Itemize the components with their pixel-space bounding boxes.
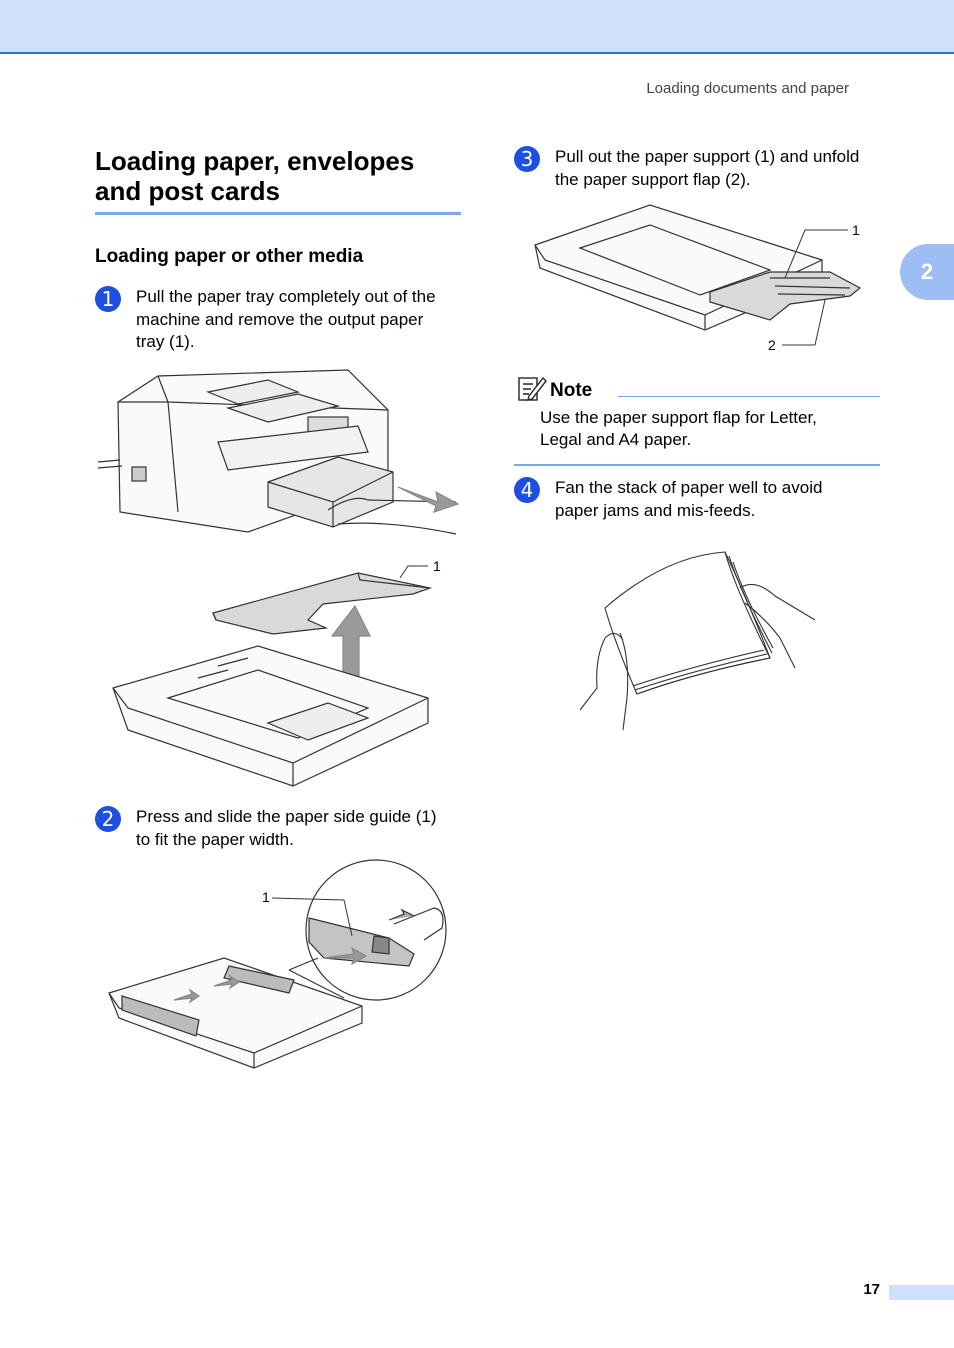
step-2-text: Press and slide the paper side guide (1)…	[136, 806, 437, 851]
step-4-text: Fan the stack of paper well to avoid pap…	[555, 477, 822, 522]
step-2-number: 2	[95, 806, 121, 832]
section-title: Loading paper, envelopes and post cards	[95, 146, 461, 215]
output-tray-callout: 1	[433, 558, 441, 574]
step-1-text: Pull the paper tray completely out of th…	[136, 286, 436, 354]
step-3-line2: the paper support flap (2).	[555, 169, 751, 189]
top-banner	[0, 0, 954, 54]
step-3: 3 Pull out the paper support (1) and unf…	[514, 146, 884, 194]
side-guide-callout: 1	[262, 889, 270, 905]
step-3-number: 3	[514, 146, 540, 172]
chapter-tab[interactable]: 2	[900, 244, 954, 300]
step-3-text: Pull out the paper support (1) and unfol…	[555, 146, 859, 191]
step-1: 1 Pull the paper tray completely out of …	[95, 286, 465, 358]
paper-support-flap-callout: 2	[768, 337, 776, 353]
step-2-line1: Press and slide the paper side guide (1)	[136, 807, 437, 826]
output-tray-removal-illustration: 1	[108, 558, 448, 790]
step-2: 2 Press and slide the paper side guide (…	[95, 806, 465, 854]
step-1-line3: tray (1).	[136, 332, 195, 351]
note-line2: Legal and A4 paper.	[540, 430, 692, 449]
subsection-title: Loading paper or other media	[95, 246, 364, 267]
side-guide-illustration: 1	[104, 858, 454, 1072]
step-4-line2: paper jams and mis-feeds.	[555, 500, 756, 520]
section-title-line2: and post cards	[95, 176, 280, 206]
step-3-line1: Pull out the paper support (1) and unfol…	[555, 147, 860, 166]
note-line1: Use the paper support flap for Letter,	[540, 408, 817, 427]
step-4: 4 Fan the stack of paper well to avoid p…	[514, 477, 884, 525]
running-head: Loading documents and paper	[646, 80, 849, 97]
section-title-line1: Loading paper, envelopes	[95, 146, 415, 176]
note-box: Note Use the paper support flap for Lett…	[514, 372, 880, 466]
note-text: Use the paper support flap for Letter, L…	[540, 407, 870, 451]
step-2-line2: to fit the paper width.	[136, 829, 294, 849]
printer-tray-illustration	[98, 362, 460, 540]
step-4-line1: Fan the stack of paper well to avoid	[555, 478, 823, 497]
page-tab	[889, 1285, 954, 1300]
paper-support-callout: 1	[852, 222, 860, 238]
step-1-number: 1	[95, 286, 121, 312]
fanning-paper-illustration	[575, 548, 820, 734]
note-pencil-icon	[517, 374, 547, 409]
step-1-line1: Pull the paper tray completely out of th…	[136, 287, 436, 306]
note-title: Note	[550, 380, 593, 401]
step-1-line2: machine and remove the output paper	[136, 309, 424, 329]
note-divider	[618, 396, 880, 397]
paper-support-illustration: 1 2	[530, 200, 870, 360]
page-number: 17	[863, 1281, 880, 1298]
step-4-number: 4	[514, 477, 540, 503]
